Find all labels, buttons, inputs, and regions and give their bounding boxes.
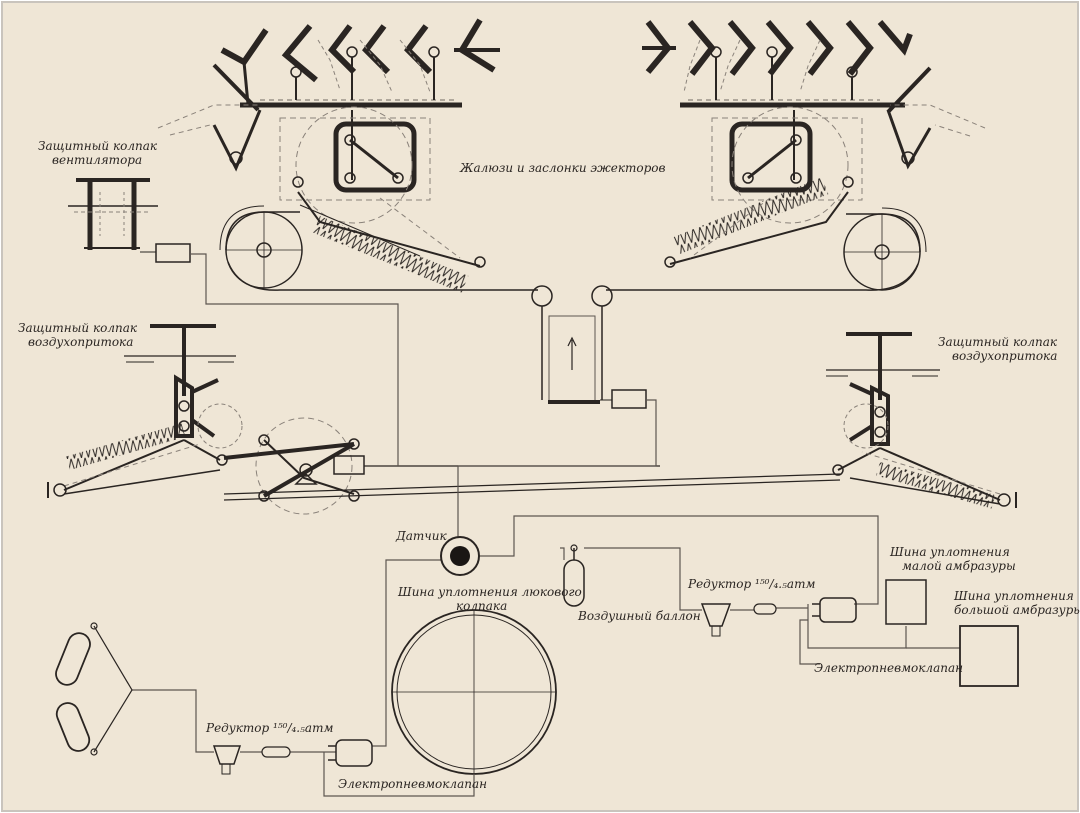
left-louver-assembly [157,18,538,293]
wiring [190,253,879,747]
label-fan-cap-2: вентилятора [52,153,142,167]
central-actuator [531,285,647,409]
left-air-intake-cap [47,324,243,498]
sensor [440,536,480,576]
right-pneumatic-components [563,544,1019,687]
label-valve-bottom: Электропневмоклапан [338,777,487,791]
label-reducer-left: Редуктор ¹⁵⁰/₄.₅атм [205,721,333,735]
label-air-cap-left-1: Защитный колпак [18,321,138,335]
label-small-embrasure-1: Шина уплотнения [889,545,1010,559]
hatch-seal-ring [391,609,557,775]
label-large-embrasure-2: большой амбразуры [954,603,1080,617]
label-hatch-seal-2: колпака [456,599,507,613]
label-air-cylinder: Воздушный баллон [577,609,701,623]
label-air-cap-left-2: воздухопритока [28,335,133,349]
label-small-embrasure-2: малой амбразуры [902,559,1016,573]
label-louvers: Жалюзи и заслонки эжекторов [459,161,666,175]
left-pneumatic-components [55,622,373,775]
center-linkage [223,417,841,515]
right-louver-assembly [606,20,986,291]
label-sensor: Датчик [395,529,447,543]
label-valve-right: Электропневмоклапан [814,661,963,675]
label-air-cap-right-2: воздухопритока [952,349,1057,363]
pneumatic-lines [132,547,960,797]
label-large-embrasure-1: Шина уплотнения [953,589,1074,603]
label-hatch-seal-1: Шина уплотнения люкового [397,585,582,599]
label-air-cap-right-1: Защитный колпак [938,335,1058,349]
label-reducer-right: Редуктор ¹⁵⁰/₄.₅атм [687,577,815,591]
fan-protective-cap [68,178,191,263]
label-fan-cap-1: Защитный колпак [38,139,158,153]
right-air-intake-cap [826,332,1017,509]
